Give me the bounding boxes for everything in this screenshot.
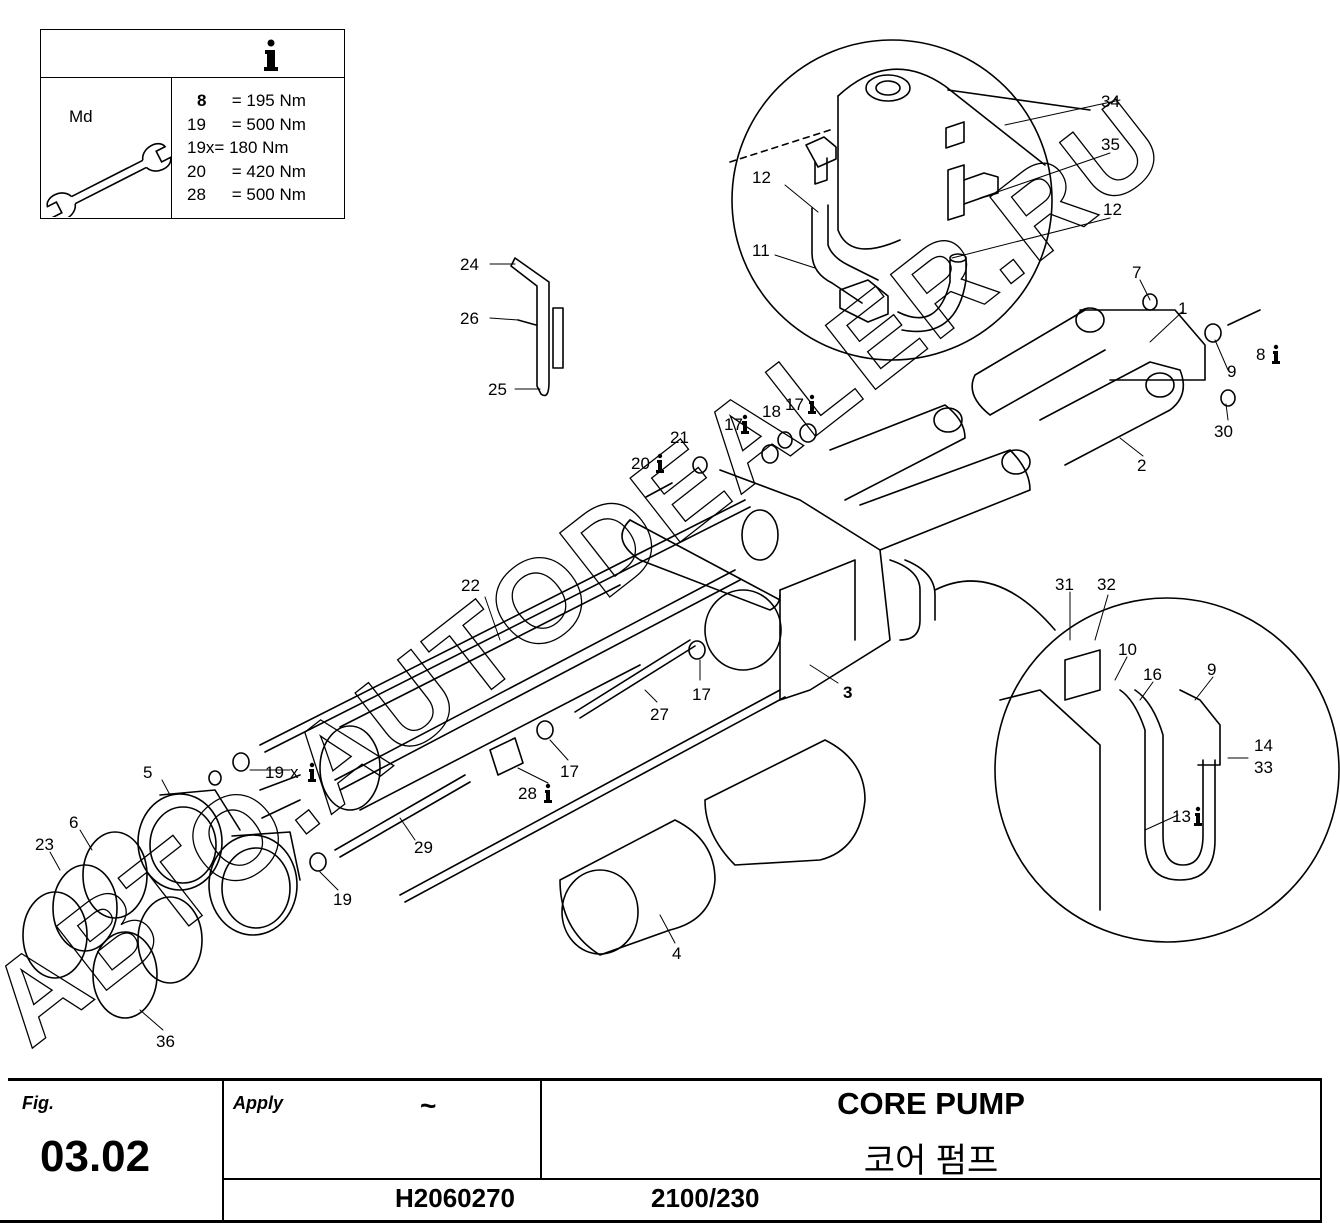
md-label: Md — [69, 107, 93, 126]
part-label: 19 — [333, 890, 352, 909]
piston-assembly — [137, 720, 554, 936]
part-label: 32 — [1097, 575, 1116, 594]
fig-label: Fig. — [22, 1093, 54, 1113]
part-labels: 34 35 12 12 11 7 1 8 9 30 2 24 26 25 17 … — [35, 92, 1280, 1051]
torque-row: 19 = 500 Nm — [187, 115, 306, 134]
torque-row: 20 = 420 Nm — [187, 162, 306, 181]
detail-view-top — [729, 39, 1091, 361]
seal-rings — [22, 831, 203, 1019]
cylinder-upper — [971, 307, 1206, 466]
apply-value: ~ — [420, 1090, 437, 1121]
sleeves — [559, 739, 866, 956]
part-label: 29 — [414, 838, 433, 857]
page-title: CORE PUMP — [837, 1086, 1025, 1121]
part-label: 2 — [1137, 456, 1146, 475]
part-label: 21 — [670, 428, 689, 447]
part-label: 13 — [1172, 807, 1191, 826]
part-label: 12 — [1103, 200, 1122, 219]
part-label: 34 — [1101, 92, 1120, 111]
part-label: 7 — [1132, 263, 1141, 282]
part-label: 33 — [1254, 758, 1273, 777]
watermark: АВТО.AUTODEALER.RU — [0, 72, 1190, 1070]
wrench-icon — [46, 142, 171, 217]
part-label: 20 — [631, 454, 650, 473]
fig-number: 03.02 — [40, 1132, 151, 1181]
part-label: 16 — [1143, 665, 1162, 684]
part-label: 1 — [1178, 299, 1187, 318]
part-label: 10 — [1118, 640, 1137, 659]
part-code: H2060270 — [395, 1183, 515, 1213]
part-label: 26 — [460, 309, 479, 328]
retainer-pin — [510, 257, 564, 397]
part-label: 28 — [518, 784, 537, 803]
detail-view-bottom — [934, 580, 1340, 943]
part-label: 35 — [1101, 135, 1120, 154]
torque-header — [41, 30, 344, 78]
apply-label: Apply — [233, 1093, 284, 1113]
part-label: 22 — [461, 576, 480, 595]
part-label: 17 — [560, 762, 579, 781]
torque-row: 19x= 180 Nm — [187, 138, 289, 157]
part-label: 4 — [672, 944, 681, 963]
cylinder-lower — [829, 404, 1031, 551]
part-label: 36 — [156, 1032, 175, 1051]
part-label: 23 — [35, 835, 54, 854]
part-label: 24 — [460, 255, 479, 274]
part-label: 19 — [265, 763, 284, 782]
info-icon — [264, 39, 278, 71]
torque-icon-cell: Md — [41, 77, 172, 218]
part-label: 18 — [762, 402, 781, 421]
part-label: 12 — [752, 168, 771, 187]
part-label: 9 — [1227, 362, 1236, 381]
model-code: 2100/230 — [651, 1183, 760, 1213]
part-label: 11 — [752, 241, 770, 260]
part-label: 17 — [785, 395, 804, 414]
part-label: 6 — [69, 813, 78, 832]
part-label: 27 — [650, 705, 669, 724]
part-label: 8 — [1256, 345, 1265, 364]
part-label: 17 — [692, 685, 711, 704]
torque-row: 28 = 500 Nm — [187, 185, 306, 204]
torque-row: 8 = 195 Nm — [197, 91, 306, 110]
page-title-korean: 코어 펌프 — [863, 1142, 999, 1180]
part-label: 30 — [1214, 422, 1233, 441]
tie-rods — [259, 499, 786, 903]
small-fasteners — [645, 293, 1261, 660]
part-label: 14 — [1254, 736, 1273, 755]
part-label: x — [290, 763, 299, 782]
part-label: 3 — [843, 683, 852, 702]
part-label: 25 — [488, 380, 507, 399]
part-label: 9 — [1207, 660, 1216, 679]
part-label: 5 — [143, 763, 152, 782]
part-label: 31 — [1055, 575, 1074, 594]
part-label: 17 — [724, 415, 743, 434]
torque-spec-table: Md 8 = 195 Nm 19 = 500 Nm 19x= 180 Nm 20… — [40, 29, 345, 219]
leader-lines — [49, 99, 1249, 1031]
exploded-diagram: АВТО.AUTODEALER.RU — [0, 39, 1340, 1071]
inner-tube — [319, 584, 641, 811]
